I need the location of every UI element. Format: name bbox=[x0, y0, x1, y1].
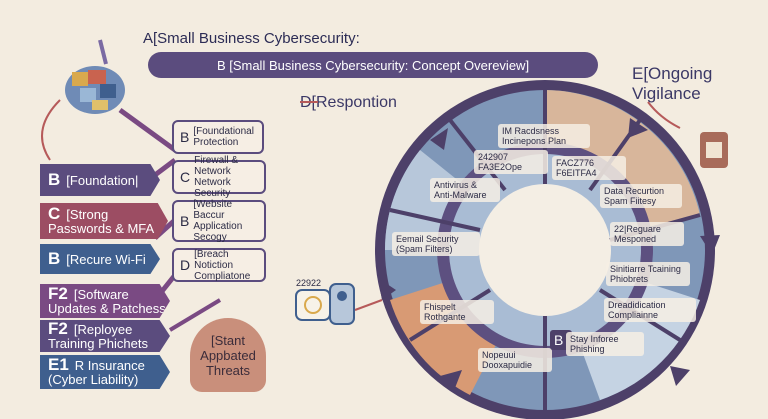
tag-text: Firewall & Network Network Security bbox=[194, 155, 239, 199]
ring-label-data-recursion: Data Recurtion Spam Fiitesy bbox=[600, 184, 682, 208]
ring-label-email-security: Eemail Security (Spam Filters) bbox=[392, 232, 480, 256]
tag-breach-notification: D[Breach Notiction Compliatone bbox=[172, 248, 266, 282]
left-item-text: [Foundation| bbox=[66, 172, 139, 188]
tag-text: [Foundational Protection bbox=[193, 126, 254, 148]
ongoing-vigilance-label: E[Ongoing Vigilance bbox=[632, 64, 713, 103]
tag-foundational-protection: B[Foundational Protection bbox=[172, 120, 264, 154]
response-label: D[Respontion bbox=[300, 94, 397, 111]
left-item-text: [Strong Passwords & MFA bbox=[48, 206, 155, 236]
tag-key: D bbox=[180, 256, 191, 273]
tag-website-app-security: B[Website Baccur Application Secogy bbox=[172, 199, 266, 243]
ring-label-code-1: 242907 FA3E2Ope bbox=[474, 150, 548, 174]
left-item-key: E1 bbox=[48, 354, 69, 374]
ring-label-phishing: Stay Inforee Phishing bbox=[566, 332, 644, 356]
ring-label-training: Sinitiarre Tcaining Phiobrets bbox=[606, 262, 690, 286]
puzzle-cluster-icon bbox=[65, 39, 125, 114]
left-item-key: F2 bbox=[48, 283, 68, 303]
left-item-foundation: B [Foundation| bbox=[40, 164, 160, 196]
ring-label-antivirus: Antivirus & Anti-Malware bbox=[430, 178, 500, 202]
start-threats-bubble: [Stant Appbated Threats bbox=[190, 318, 266, 392]
device-code: 22922 bbox=[296, 278, 322, 288]
tag-key: B bbox=[180, 128, 190, 145]
ring-label-rothgante: Fhispelt Rothgante bbox=[420, 300, 494, 324]
left-item-key: B bbox=[48, 248, 61, 268]
left-item-passwords: C[Strong Passwords & MFA bbox=[40, 203, 168, 239]
left-item-text: R Insurance (Cyber Liability) bbox=[48, 357, 145, 387]
left-item-text: [Reployee Training Phichets bbox=[48, 321, 148, 351]
tag-key: B bbox=[180, 212, 190, 229]
ring-label-backup: Nopeuui Dooxapuidie bbox=[478, 348, 552, 372]
left-item-text: [Software Updates & Patchess bbox=[48, 286, 166, 316]
tag-text: [Website Baccur Application Secogy bbox=[193, 199, 243, 243]
left-item-training: F2[Reployee Training Phichets bbox=[40, 320, 170, 352]
left-item-key: F2 bbox=[48, 318, 68, 338]
cup-icon bbox=[700, 132, 728, 168]
left-item-wifi: B [Recure Wi-Fi bbox=[40, 244, 160, 274]
ring-label-compliance: Dreadidication Compliainne bbox=[604, 298, 696, 322]
left-item-text: [Recure Wi-Fi bbox=[66, 251, 146, 267]
ring-label-incident-plan: IM Racdsness Incinepons Plan bbox=[498, 124, 590, 148]
left-item-key: B bbox=[48, 169, 61, 189]
diagram-title: A[Small Business Cybersecurity: bbox=[143, 30, 360, 47]
concept-banner: B [Small Business Cybersecurity: Concept… bbox=[148, 52, 598, 78]
tag-text: [Breach Notiction Compliatone bbox=[194, 248, 251, 282]
left-item-updates: F2[Software Updates & Patchess bbox=[40, 284, 170, 318]
ring-label-response: 22|Reguare Mesponed bbox=[610, 222, 684, 246]
lock-device-icon bbox=[295, 283, 355, 325]
ring-label-code-2: FACZ776 F6EITFA4 bbox=[552, 156, 626, 180]
tag-key: C bbox=[180, 168, 191, 185]
left-item-key: C bbox=[48, 203, 61, 223]
